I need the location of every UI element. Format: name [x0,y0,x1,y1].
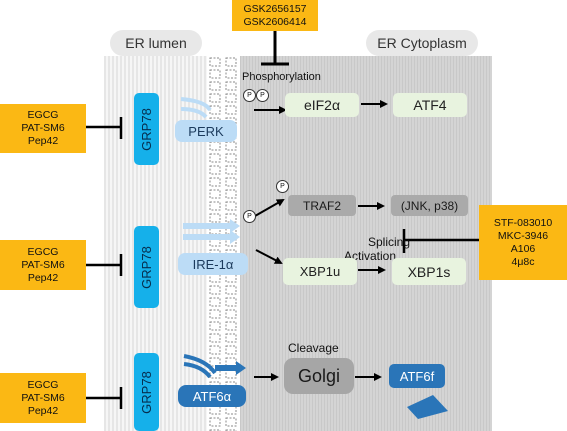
grp78-perk-chaperone: GRP78 [134,93,159,165]
grp78-atf6-chaperone: GRP78 [134,353,159,431]
atf6-sensor: ATF6α [178,385,246,407]
er-lumen-label: ER lumen [110,30,202,56]
inhibitor-name: PAT-SM6 [21,122,65,134]
inhibitor-name: 4μ8c [511,255,535,268]
ire1-rnase-inhibitor-box: STF-083010 MKC-3946 A106 4μ8c [479,205,567,280]
atf6-receptor-arms [183,354,246,379]
activation-label: Activation [344,249,397,263]
ire1-sensor: IRE-1α [178,253,248,275]
er-cytoplasm-label: ER Cytoplasm [366,30,478,56]
xbp1u-node: XBP1u [283,258,357,285]
inhibitor-name: EGCG [27,109,59,121]
perk-kinase-inhibition [261,31,289,66]
grp78-ire1-inhibitor-box: EGCG PAT-SM6 Pep42 [0,240,86,290]
atf6f-fragment-shape [407,395,448,419]
inhibitor-name: A106 [510,242,536,255]
perk-receptor-arms [180,97,212,119]
perk-inhibitor-box: GSK2656157 GSK2606414 [232,0,318,31]
inhibitor-name: GSK2656157 [243,2,307,15]
inhibitor-name: PAT-SM6 [21,391,65,404]
perk-sensor: PERK [175,120,237,142]
grp78-inhibition-bars [86,117,123,409]
xbp1s-node: XBP1s [392,258,466,285]
inhibitor-name: STF-083010 [493,216,553,229]
inhibitor-name: GSK2606414 [243,15,307,28]
ire1-receptor-arms [183,219,240,244]
phospho-mark: P [243,89,256,102]
golgi-node: Golgi [284,358,354,394]
eif2a-node: eIF2α [285,93,359,117]
traf2-node: TRAF2 [288,195,356,216]
inhibitor-name: Pep42 [27,271,59,284]
atf6f-node: ATF6f [389,364,445,388]
grp78-atf6-inhibitor-box: EGCG PAT-SM6 Pep42 [0,373,86,423]
phospho-mark: P [276,180,289,193]
inhibitor-name: Pep42 [27,404,59,417]
cleavage-label: Cleavage [288,341,339,355]
inhibitor-name: MKC-3946 [497,229,549,242]
er-cytoplasm-region [240,56,492,431]
phospho-mark: P [243,210,256,223]
inhibitor-name: EGCG [27,245,59,258]
jnk-p38-node: (JNK, p38) [391,195,468,216]
inhibitor-name: EGCG [27,378,59,391]
inhibitor-name: PAT-SM6 [21,258,65,271]
atf4-node: ATF4 [393,93,467,117]
grp78-ire1-chaperone: GRP78 [134,226,159,308]
signaling-arrows [254,100,388,381]
inhibitor-name: Pep42 [27,135,59,147]
phospho-mark: P [256,89,269,102]
ire1-rnase-inhibition [402,229,479,253]
splicing-label: Splicing [368,235,411,249]
grp78-perk-inhibitor-box: EGCG PAT-SM6 Pep42 [0,104,86,153]
phosphorylation-label: Phosphorylation [242,71,321,83]
